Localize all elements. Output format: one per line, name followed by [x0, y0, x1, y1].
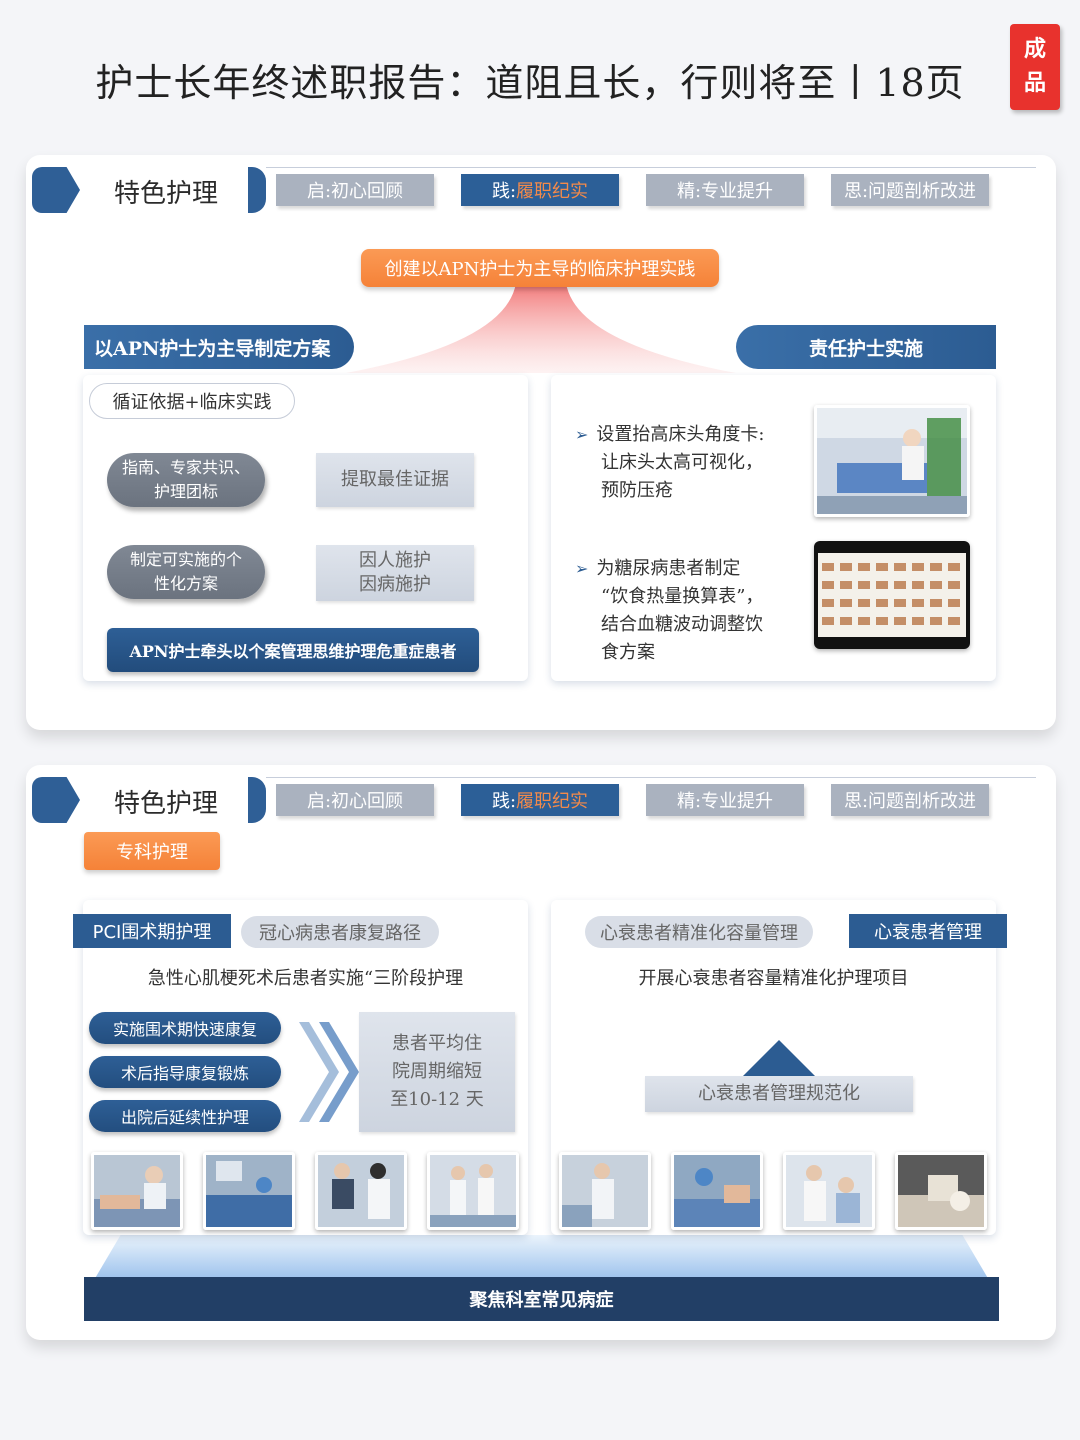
pci-tag: PCI围术期护理	[73, 914, 231, 948]
diet-table-image	[818, 553, 966, 637]
slide-header-arrow	[32, 167, 80, 213]
nav-tab-review[interactable]: 启:初心回顾	[276, 784, 434, 816]
nav-tab-practice[interactable]: 践:履职纪实	[461, 174, 619, 206]
personalized-plan-oval: 制定可实施的个性化方案	[107, 545, 265, 599]
photo-operating-room	[203, 1152, 295, 1230]
bed-photo	[814, 405, 970, 517]
common-disease-bar: 聚焦科室常见病症	[84, 1277, 999, 1321]
cad-rehab-tag: 冠心病患者康复路径	[241, 916, 439, 948]
slide-title: 特色护理	[114, 179, 219, 209]
nav-tab-review[interactable]: 启:初心回顾	[276, 174, 434, 206]
nav-tab-analysis[interactable]: 思:问题剖析改进	[831, 784, 989, 816]
arrow-icon: ➢	[575, 559, 589, 578]
right-card: ➢设置抬高床头角度卡: 让床头太高可视化， 预防压疮 ➢为糖尿病患者制定 “饮食…	[551, 375, 996, 681]
photo-bedside-care	[671, 1152, 763, 1230]
slide-2: 特色护理 启:初心回顾 践:履职纪实 精:专业提升 思:问题剖析改进 专科护理 …	[26, 765, 1056, 1340]
header-separator	[248, 777, 266, 823]
guideline-oval: 指南、专家共识、护理团标	[107, 453, 265, 507]
page-title: 护士长年终述职报告：道阻且长，行则将至丨18页	[95, 61, 965, 105]
bullet-bed-angle: ➢设置抬高床头角度卡: 让床头太高可视化， 预防压疮	[575, 424, 765, 501]
pci-card: PCI围术期护理 冠心病患者康复路径 急性心肌梗死术后患者实施“三阶段护理 实施…	[73, 900, 528, 1235]
evidence-pill: 循证依据+临床实践	[89, 383, 295, 419]
bed-photo-image	[817, 408, 967, 514]
photo-diet-guidance	[895, 1152, 987, 1230]
photo-ward-round	[559, 1152, 651, 1230]
specialty-care-pill: 专科护理	[84, 832, 220, 870]
photo-patient-bed	[91, 1152, 183, 1230]
nav-tab-practice[interactable]: 践:履职纪实	[461, 784, 619, 816]
nurse-implement-banner: 责任护士实施	[736, 325, 996, 369]
stay-reduced-box: 患者平均住院周期缩短至10-12 天	[359, 1012, 515, 1132]
step-rapid-recovery: 实施围术期快速康复	[89, 1012, 281, 1044]
nav-tab-improve[interactable]: 精:专业提升	[646, 784, 804, 816]
finished-badge: 成 品	[1010, 24, 1060, 110]
apn-case-button: APN护士牵头以个案管理思维护理危重症患者	[107, 628, 479, 672]
apn-plan-banner: 以APN护士为主导制定方案	[84, 325, 354, 369]
volume-management-tag: 心衰患者精准化容量管理	[585, 916, 813, 948]
heart-failure-card: 心衰患者精准化容量管理 心衰患者管理 开展心衰患者容量精准化护理项目 心衰患者管…	[551, 900, 1007, 1235]
badge-line1: 成	[1023, 37, 1046, 62]
bullet-diet-table: ➢为糖尿病患者制定 “饮食热量换算表”， 结合血糖波动调整饮 食方案	[575, 558, 764, 663]
slide-1: 特色护理 启:初心回顾 践:履职纪实 精:专业提升 思:问题剖析改进 创建以AP…	[26, 155, 1056, 730]
slide-title: 特色护理	[114, 789, 219, 819]
step-rehab-exercise: 术后指导康复锻炼	[89, 1056, 281, 1088]
badge-line2: 品	[1023, 71, 1046, 96]
standardization-box: 心衰患者管理规范化	[645, 1076, 913, 1112]
diet-table-screen	[814, 541, 970, 649]
header-separator	[248, 167, 266, 213]
fan-graphic	[346, 283, 736, 373]
double-chevron-icon	[299, 1022, 359, 1122]
arrow-icon: ➢	[575, 425, 589, 444]
header-line	[266, 167, 1036, 168]
left-card: 循证依据+临床实践 指南、专家共识、护理团标 提取最佳证据 制定可实施的个性化方…	[83, 375, 528, 681]
photo-nurse-team	[427, 1152, 519, 1230]
apn-practice-pill: 创建以APN护士为主导的临床护理实践	[361, 249, 719, 287]
heart-failure-tag: 心衰患者管理	[849, 914, 1007, 948]
triangle-icon	[743, 1040, 815, 1076]
extract-evidence-box: 提取最佳证据	[316, 453, 474, 507]
photo-rehab-exercise	[315, 1152, 407, 1230]
header-line	[266, 777, 1036, 778]
photo-nurse-consult	[783, 1152, 875, 1230]
nav-tab-analysis[interactable]: 思:问题剖析改进	[831, 174, 989, 206]
heart-failure-description: 开展心衰患者容量精准化护理项目	[638, 968, 909, 989]
slide-header-arrow	[32, 777, 80, 823]
nav-tab-improve[interactable]: 精:专业提升	[646, 174, 804, 206]
step-continuing-care: 出院后延续性护理	[89, 1100, 281, 1132]
individual-care-box: 因人施护因病施护	[316, 545, 474, 601]
pci-description: 急性心肌梗死术后患者实施“三阶段护理	[147, 968, 464, 989]
